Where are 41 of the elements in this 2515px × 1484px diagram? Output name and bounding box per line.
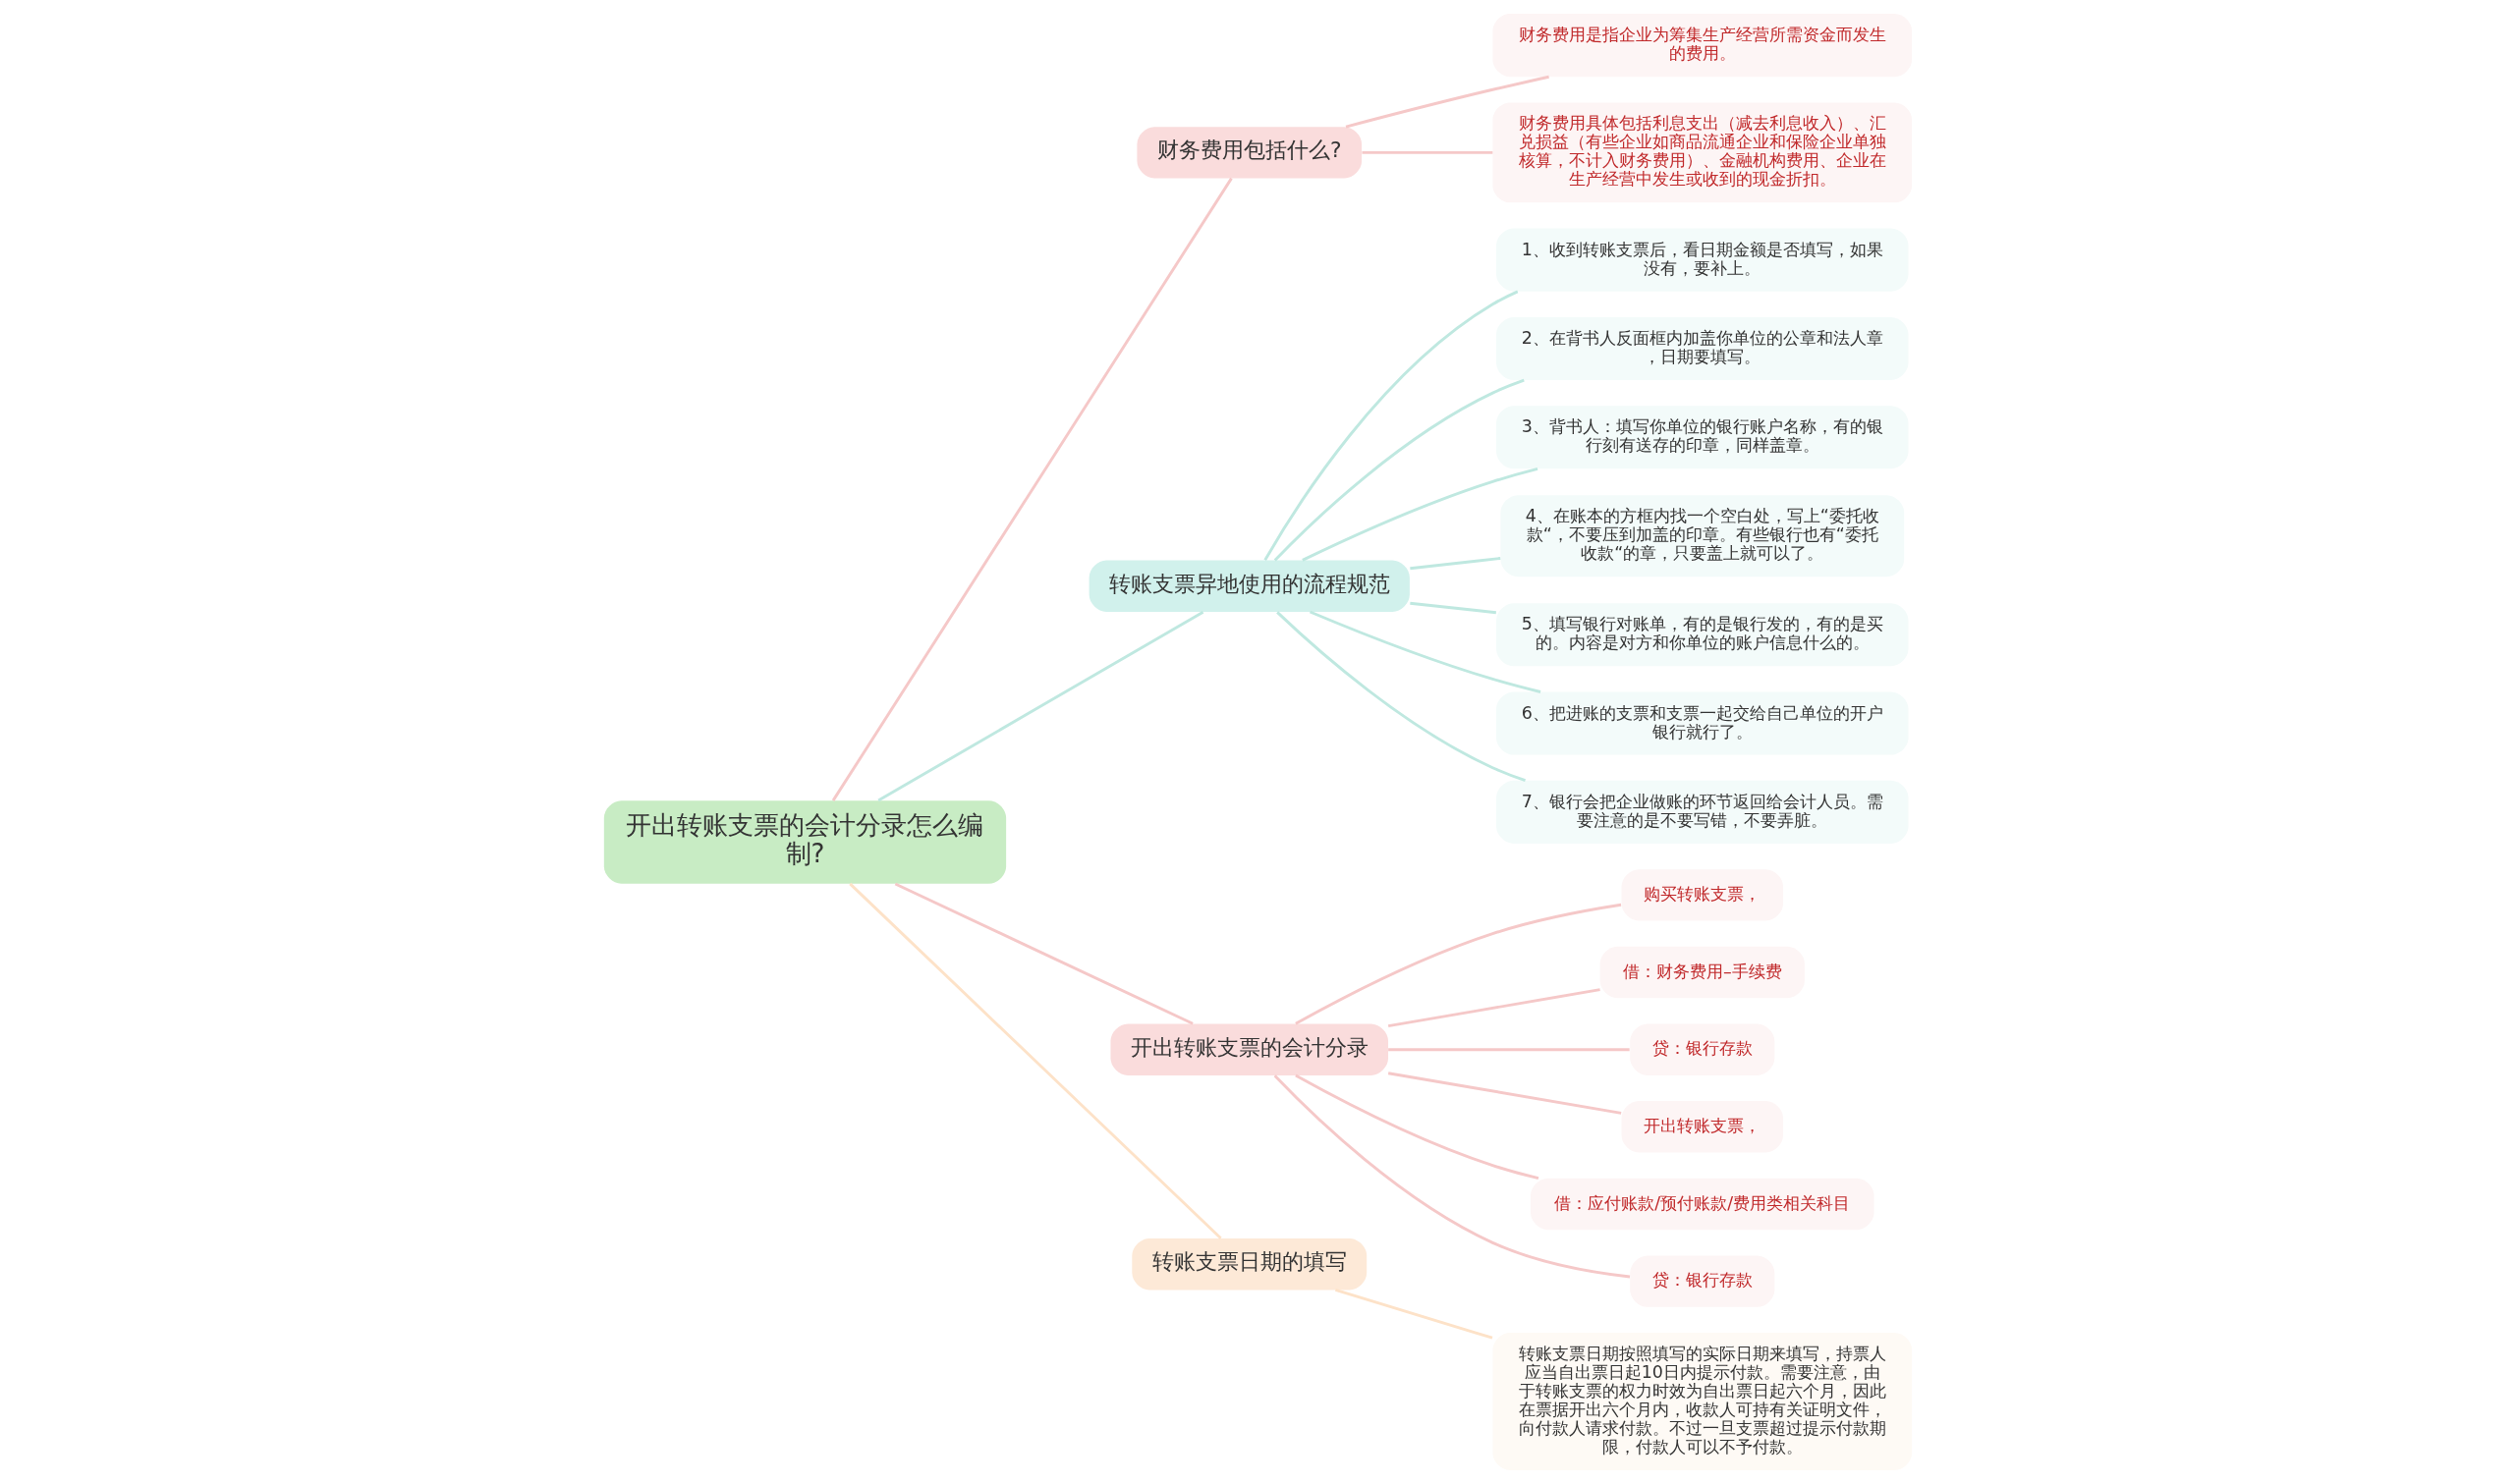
node-box: 7、银行会把企业做账的环节返回给会计人员。需要注意的是不要写错，不要弄脏。 — [1495, 780, 1909, 844]
connector — [894, 882, 1194, 1025]
connector — [848, 882, 1222, 1239]
connector — [876, 611, 1203, 802]
connector — [1387, 1072, 1621, 1115]
node-box: 转账支票日期的填写 — [1131, 1237, 1367, 1291]
connector — [1294, 903, 1621, 1025]
connector — [1334, 1289, 1492, 1340]
node-box: 转账支票日期按照填写的实际日期来填写，持票人应当自出票日起10日内提示付款。需要注意，由于转账支票的权力时效为自出票日起六个月，因此在票据开出六个月内，收款人可持有关证明文件，向付款人请求付款。不过一旦支票超过提示付款期限，付款人可以不予付款。 — [1491, 1333, 1912, 1470]
node-box: 开出转账支票， — [1621, 1101, 1783, 1153]
node-box: 借：应付账款/预付账款/费用类相关科目 — [1530, 1178, 1874, 1231]
node-box: 财务费用是指企业为筹集生产经营所需资金而发生的费用。 — [1491, 14, 1912, 78]
connector — [1361, 150, 1492, 154]
node-box: 1、收到转账支票后，看日期金额是否填写，如果没有，要补上。 — [1495, 228, 1909, 292]
connector — [1273, 378, 1525, 562]
node-box: 购买转账支票， — [1621, 869, 1783, 921]
connector — [1301, 467, 1537, 562]
node-box: 贷：银行存款 — [1629, 1255, 1774, 1307]
connector — [1409, 601, 1496, 615]
connector — [1294, 1073, 1538, 1181]
connector — [1275, 611, 1526, 783]
connector — [1309, 610, 1540, 693]
connector — [1387, 988, 1600, 1028]
connector — [1273, 1074, 1630, 1279]
node-box: 5、填写银行对账单，有的是银行发的，有的是买的。内容是对方和你单位的账户信息什么的。 — [1495, 603, 1909, 667]
node-box: 借：财务费用–手续费 — [1599, 946, 1805, 999]
node-box: 3、背书人：填写你单位的银行账户名称，有的银行刻有送存的印章，同样盖章。 — [1495, 406, 1909, 469]
node-box: 4、在账本的方框内找一个空白处，写上“委托收款“，不要压到加盖的印章。有些银行也有“委托收款“的章，只要盖上就可以了。 — [1499, 495, 1904, 577]
connector — [1345, 75, 1549, 129]
connector — [1387, 1048, 1630, 1052]
connector — [831, 177, 1233, 801]
node-box: 财务费用具体包括利息支出（减去利息收入）、汇兑损益（有些企业如商品流通企业和保险企业单独核算，不计入财务费用）、金融机构费用、企业在生产经营中发生或收到的现金折扣。 — [1491, 102, 1912, 203]
connector — [1262, 290, 1518, 562]
node-box: 贷：银行存款 — [1629, 1023, 1774, 1075]
node-box: 财务费用包括什么? — [1136, 127, 1362, 179]
connector — [1409, 557, 1500, 571]
node-box: 2、在背书人反面框内加盖你单位的公章和法人章，日期要填写。 — [1495, 316, 1909, 380]
node-box: 转账支票异地使用的流程规范 — [1089, 560, 1410, 612]
node-box: 开出转账支票的会计分录怎么编制? — [603, 800, 1006, 884]
node-box: 开出转账支票的会计分录 — [1109, 1023, 1388, 1075]
node-box: 6、把进账的支票和支票一起交给自己单位的开户银行就行了。 — [1495, 691, 1909, 755]
